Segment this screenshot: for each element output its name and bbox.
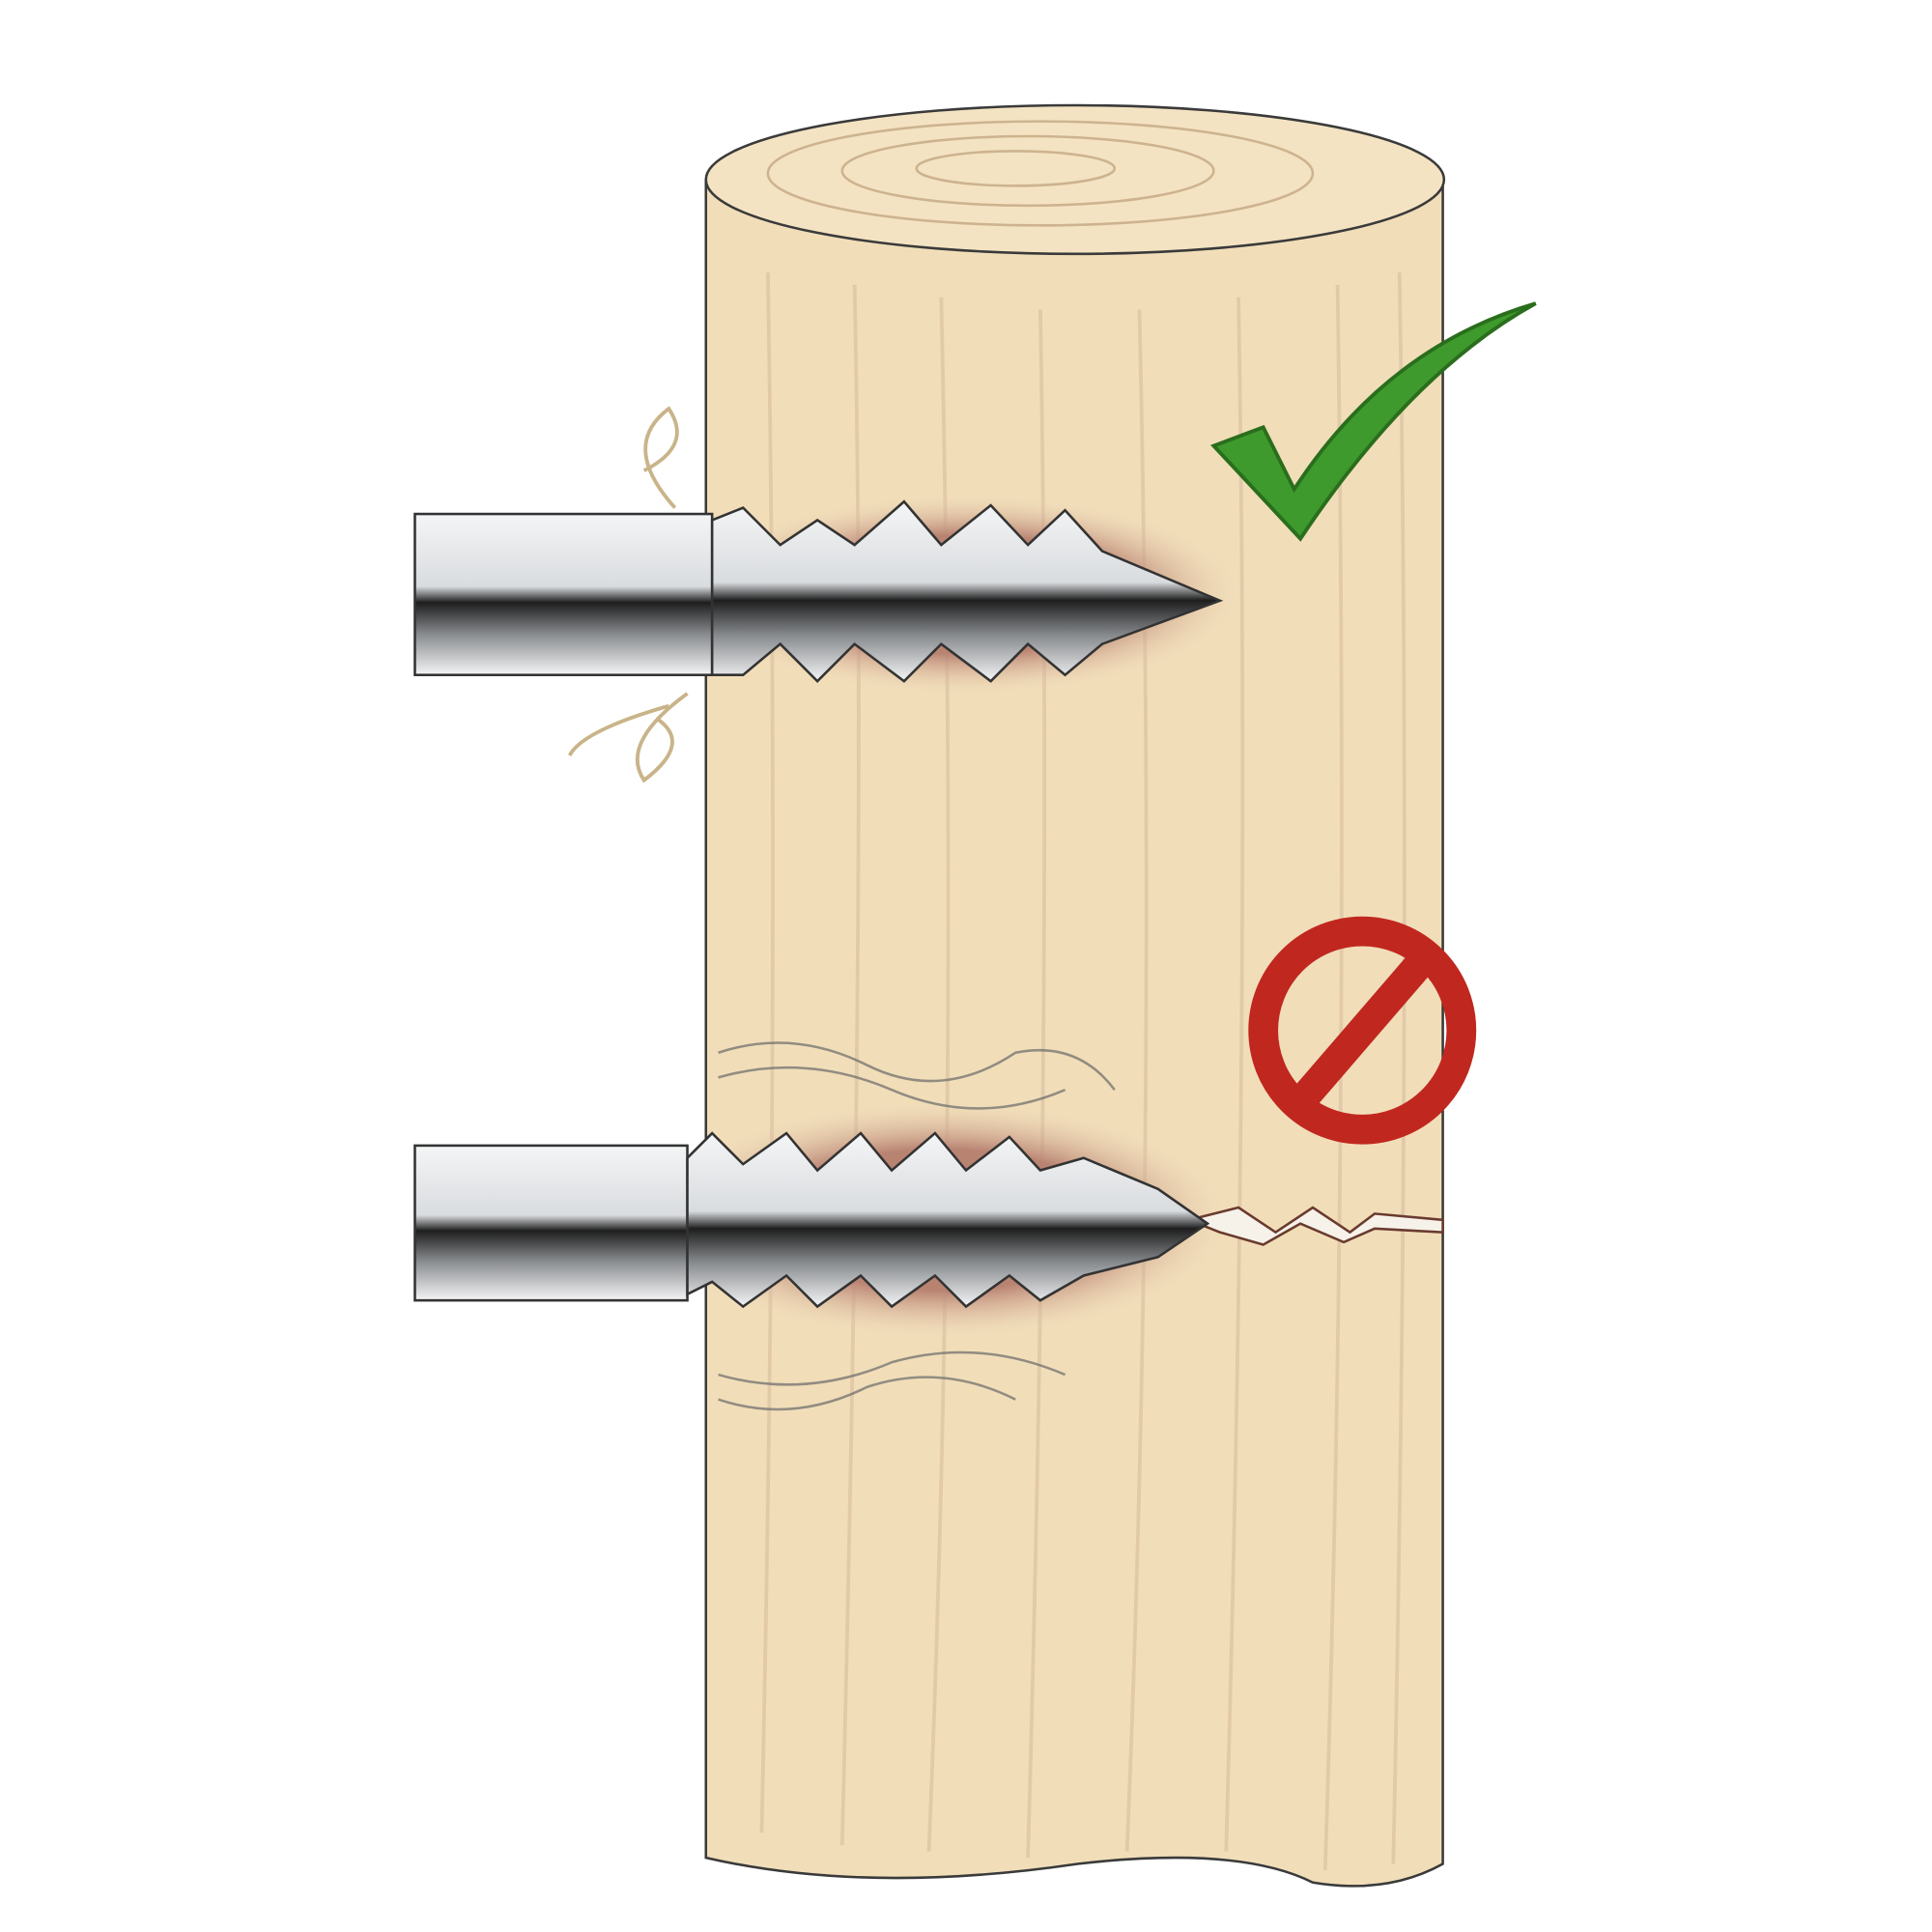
screw-shank [413, 1144, 689, 1302]
stress-lines [718, 1041, 1116, 1411]
coarse-thread [686, 1131, 1210, 1309]
wood-shavings [568, 406, 689, 783]
check-mark-icon [1210, 301, 1537, 542]
correct-screw [413, 406, 1239, 783]
screw-shank [413, 512, 714, 677]
wood-crack [1184, 1206, 1444, 1246]
wood-grain [759, 272, 1406, 1870]
drill-tip-thread [710, 499, 1224, 683]
incorrect-screw [413, 1041, 1444, 1411]
tree-rings [766, 120, 1315, 227]
wooden-log [704, 103, 1446, 1888]
log-top [704, 103, 1446, 256]
prohibited-icon [1248, 916, 1477, 1145]
